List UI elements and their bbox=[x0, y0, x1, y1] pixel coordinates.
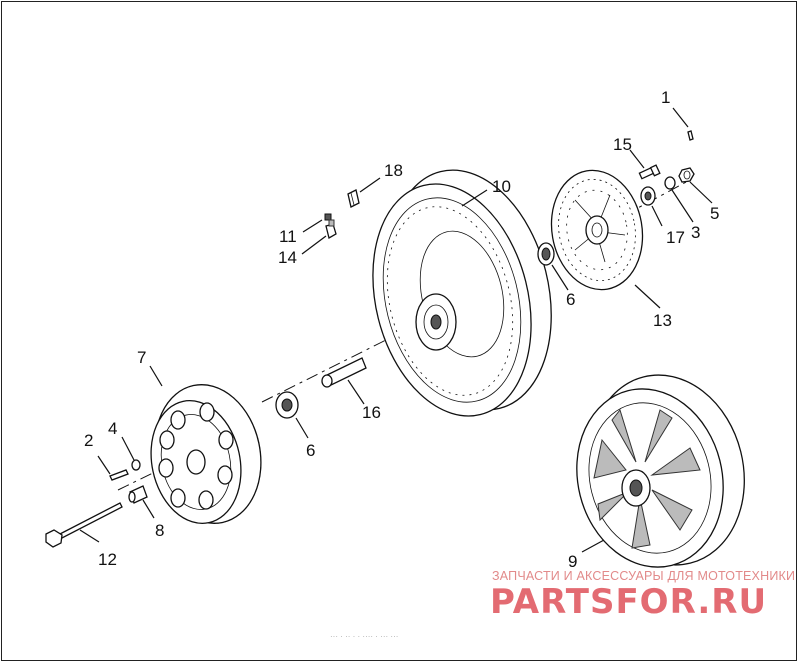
watermark-tagline: ЗАПЧАСТИ И АКСЕССУАРЫ ДЛЯ МОТОТЕХНИКИ bbox=[492, 569, 796, 583]
callout-12: 12 bbox=[98, 550, 117, 569]
callout-18: 18 bbox=[384, 161, 403, 180]
leader-10 bbox=[461, 189, 488, 207]
pulley-bolt bbox=[109, 469, 129, 481]
washer bbox=[664, 176, 676, 190]
watermark-footer: ··· · ·· · · ···· · ··· ··· bbox=[330, 632, 399, 641]
valve-cap bbox=[324, 213, 332, 221]
pulley-sleeve bbox=[128, 485, 148, 504]
laced-wheel bbox=[372, 169, 552, 417]
leader-4 bbox=[121, 436, 135, 461]
leader-18 bbox=[359, 177, 381, 193]
callout-6-bottom: 6 bbox=[306, 441, 315, 460]
leader-17 bbox=[651, 205, 663, 227]
callout-9: 9 bbox=[568, 552, 577, 571]
spacer bbox=[640, 186, 656, 206]
axle-spacer-sleeve bbox=[321, 357, 367, 388]
callout-11: 11 bbox=[279, 227, 297, 246]
callout-16: 16 bbox=[362, 403, 381, 422]
callout-4: 4 bbox=[108, 419, 117, 438]
leader-12 bbox=[79, 529, 100, 543]
leader-11 bbox=[302, 219, 323, 233]
leader-1 bbox=[672, 107, 689, 128]
wheel-bearing-right bbox=[537, 242, 555, 266]
pulley-washer bbox=[131, 459, 141, 471]
callout-5: 5 bbox=[710, 204, 719, 223]
callout-8: 8 bbox=[155, 521, 164, 540]
callout-7: 7 bbox=[137, 348, 146, 367]
leader-15 bbox=[629, 149, 645, 169]
brake-disc bbox=[550, 169, 644, 291]
leader-13 bbox=[634, 284, 661, 309]
cast-wheel bbox=[576, 374, 745, 568]
leader-6-top bbox=[551, 264, 569, 291]
axle-nut bbox=[678, 167, 695, 183]
valve-stem bbox=[325, 219, 337, 239]
leader-3 bbox=[671, 189, 694, 223]
callout-17: 17 bbox=[666, 228, 685, 247]
cotter-pin bbox=[687, 130, 694, 141]
belt-pulley bbox=[150, 384, 262, 524]
callout-15: 15 bbox=[613, 135, 632, 154]
watermark-logo: PARTSFOR.RU bbox=[490, 582, 768, 622]
leader-9 bbox=[581, 539, 605, 553]
callout-1: 1 bbox=[661, 88, 670, 107]
callout-14: 14 bbox=[278, 248, 297, 267]
leader-6-bottom bbox=[295, 417, 309, 439]
callout-2: 2 bbox=[84, 431, 93, 450]
leader-8 bbox=[142, 499, 155, 519]
callout-3: 3 bbox=[691, 223, 700, 242]
callout-10: 10 bbox=[492, 177, 511, 196]
wheel-bearing-left bbox=[275, 391, 299, 419]
leader-14 bbox=[301, 235, 327, 255]
leader-2 bbox=[97, 455, 111, 475]
leader-5 bbox=[689, 181, 713, 204]
leader-16 bbox=[347, 379, 365, 405]
axle-bolt bbox=[45, 502, 123, 548]
disc-bolt bbox=[638, 164, 661, 180]
callout-13: 13 bbox=[653, 311, 672, 330]
balance-weight bbox=[347, 189, 360, 208]
leader-7 bbox=[149, 365, 163, 387]
callout-6-top: 6 bbox=[566, 290, 575, 309]
